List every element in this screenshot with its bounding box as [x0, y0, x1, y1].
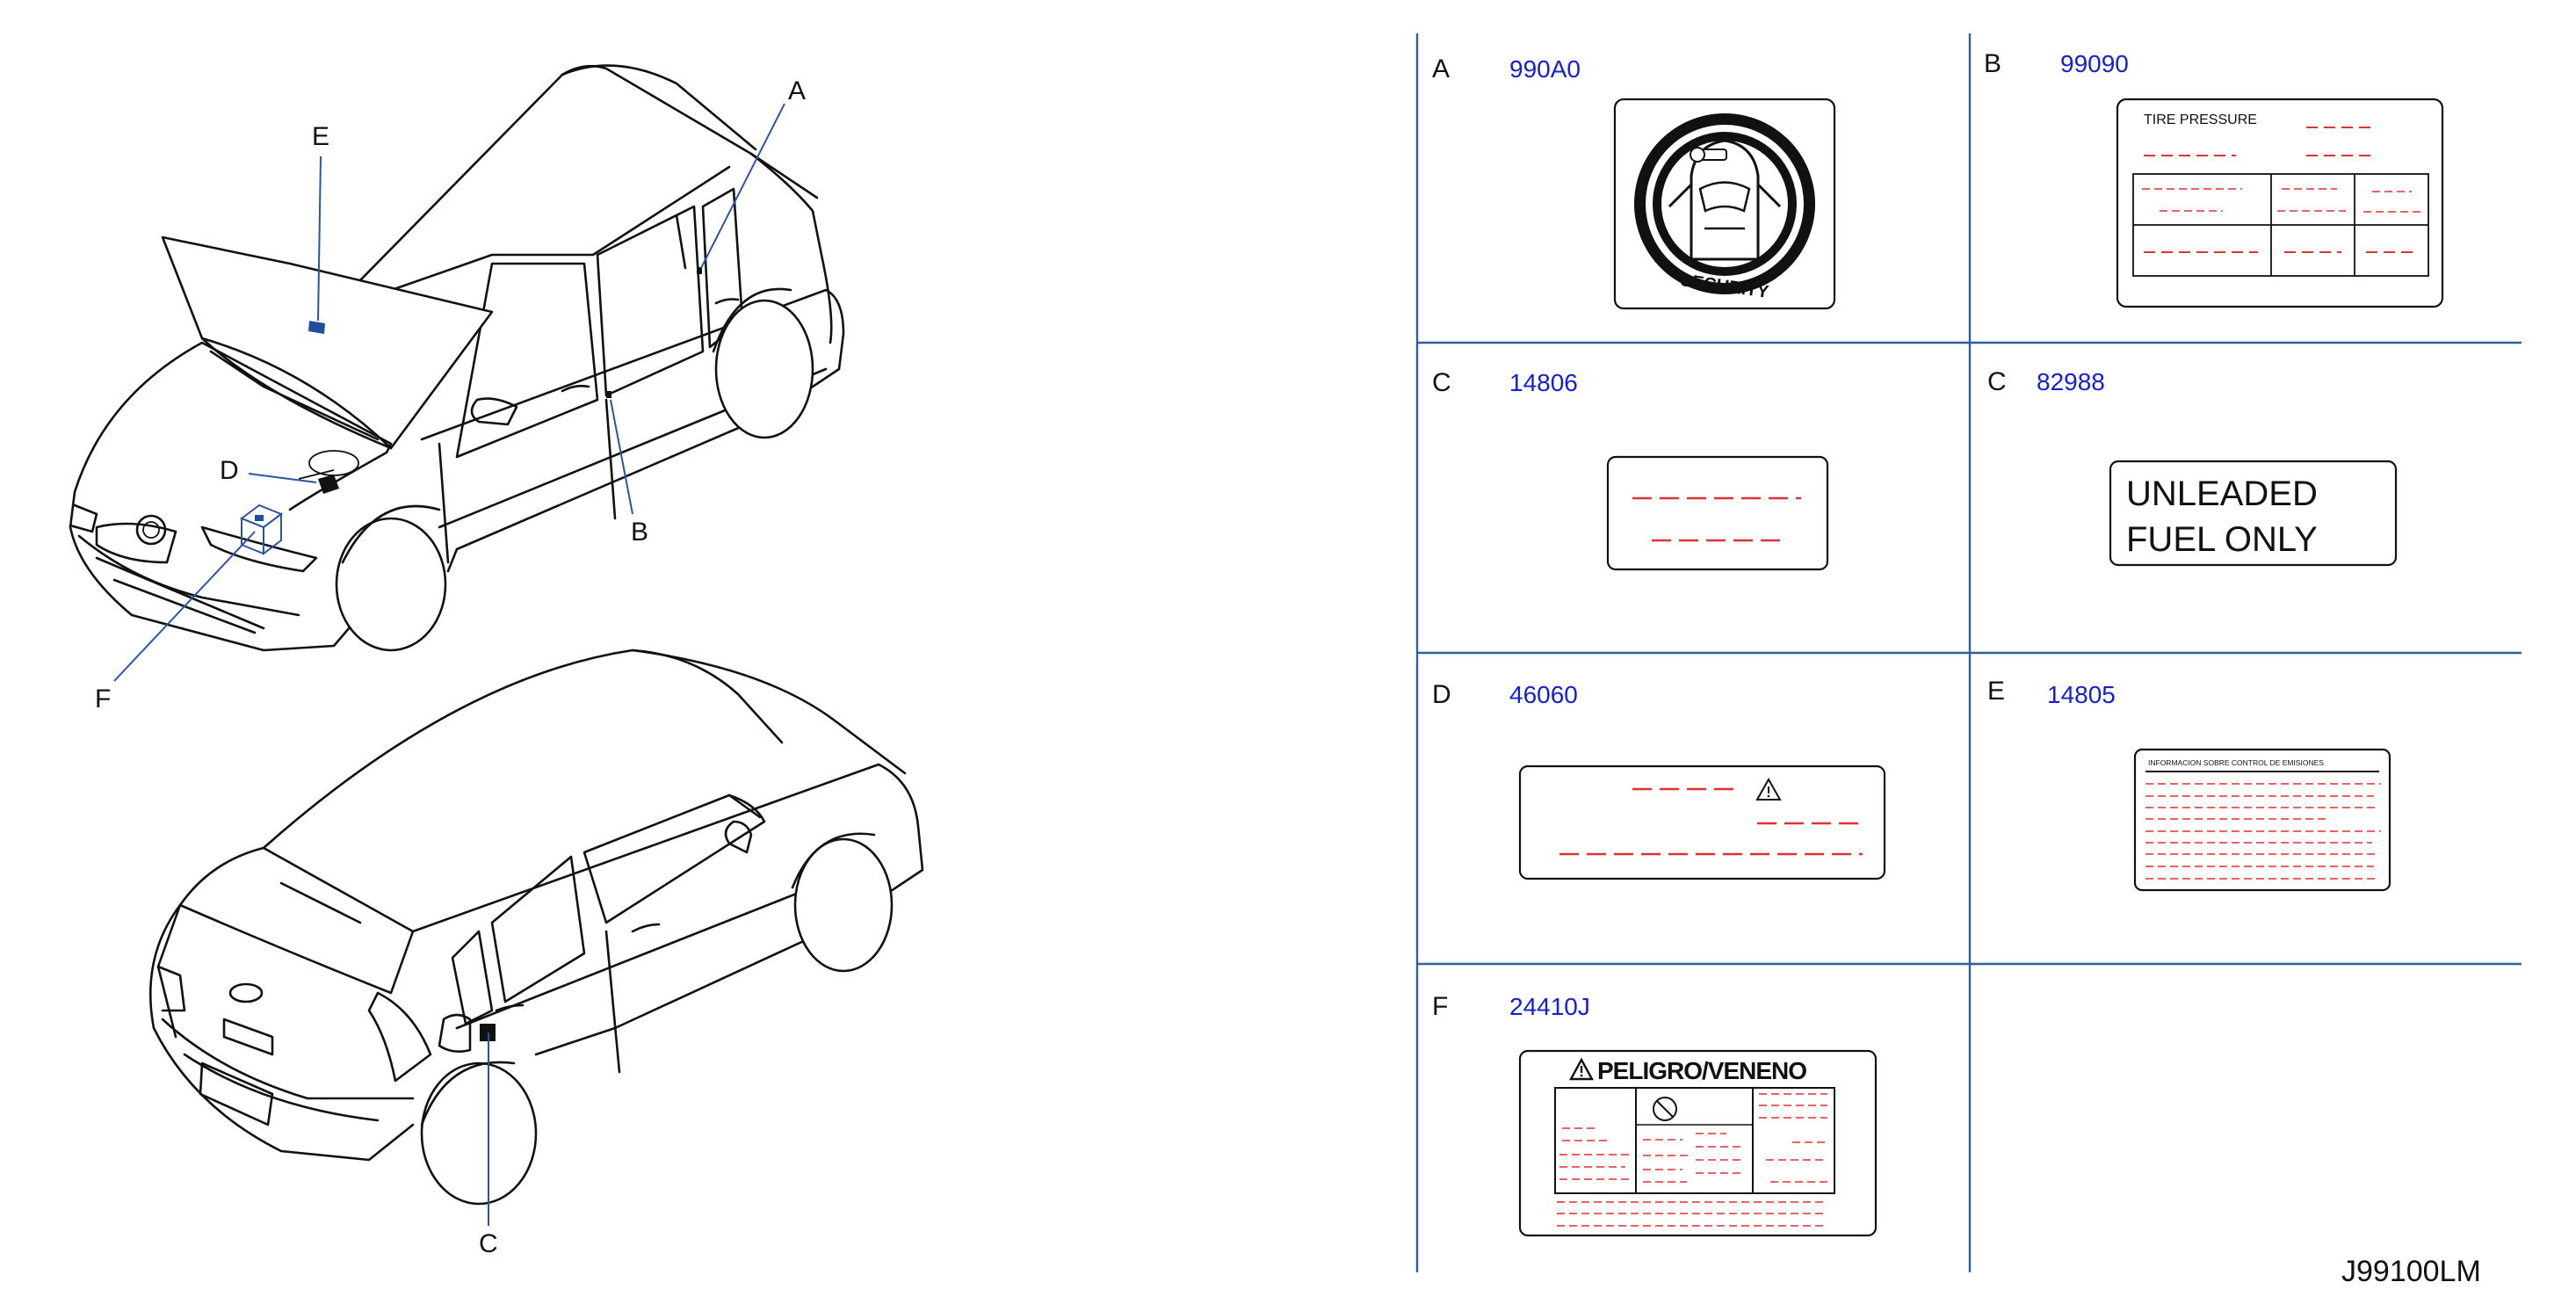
cell-letter: C [1432, 368, 1451, 397]
label-a-marker [697, 267, 702, 274]
callout-f: F [95, 685, 111, 714]
part-code: 14805 [2047, 681, 2116, 708]
cell-letter: A [1432, 54, 1450, 83]
callout-b: B [631, 518, 648, 547]
diagram-id: J99100LM [2341, 1255, 2481, 1288]
peligro-title: PELIGRO/VENENO [1597, 1057, 1806, 1084]
cell-letter: B [1984, 49, 2001, 78]
unleaded-line2: FUEL ONLY [2126, 520, 2318, 559]
cell-letter: D [1432, 680, 1451, 709]
rear-car-illustration [148, 648, 924, 1206]
warning-triangle-icon [1755, 777, 1782, 801]
rear-car-callouts: C [479, 1032, 498, 1258]
front-car-callouts: E A D B F [95, 76, 806, 714]
label-b-marker [606, 391, 611, 398]
front-car-illustration [69, 64, 845, 652]
no-drink-icon [1653, 1097, 1677, 1121]
danger-triangle-icon [1568, 1057, 1595, 1081]
label-d-marker [318, 475, 339, 494]
label-e-marker [308, 321, 325, 334]
callout-a: A [788, 76, 806, 105]
cell-letter: F [1432, 992, 1448, 1021]
label-grid [1415, 33, 2522, 1272]
part-code: 24410J [1509, 993, 1590, 1020]
emissions-header: INFORMACION SOBRE CONTROL DE EMISIONES [2148, 758, 2324, 767]
security-emblem: SECURITY [1634, 113, 1815, 302]
part-code: 99090 [2060, 50, 2129, 77]
unleaded-line1: UNLEADED [2126, 475, 2318, 513]
label-cell-c-14806: C 14806 [1432, 368, 1829, 571]
part-code: 46060 [1509, 681, 1578, 708]
cell-letter: E [1987, 677, 2005, 706]
callout-d: D [220, 456, 239, 485]
part-code: 990A0 [1509, 55, 1581, 83]
cell-letter: C [1987, 367, 2007, 396]
label-cell-e: E 14805 INFORMACION SOBRE CONTROL DE EMI… [1987, 677, 2391, 892]
callout-c: C [479, 1229, 498, 1258]
label-f-box [239, 503, 284, 555]
label-cell-c-82988: C 82988 UNLEADED FUEL ONLY [1987, 367, 2398, 567]
label-cell-b: B 99090 TIRE PRESSURE [1984, 49, 2444, 308]
label-cell-f: F 24410J PELIGRO/VENENO [1432, 992, 1878, 1237]
tire-pressure-title: TIRE PRESSURE [2144, 112, 2257, 127]
part-code: 14806 [1509, 369, 1578, 396]
callout-e: E [312, 122, 329, 151]
label-cell-a: A 990A0 SECURITY [1432, 54, 1836, 310]
part-code: 82988 [2037, 368, 2105, 395]
label-cell-d: D 46060 [1432, 680, 1886, 880]
